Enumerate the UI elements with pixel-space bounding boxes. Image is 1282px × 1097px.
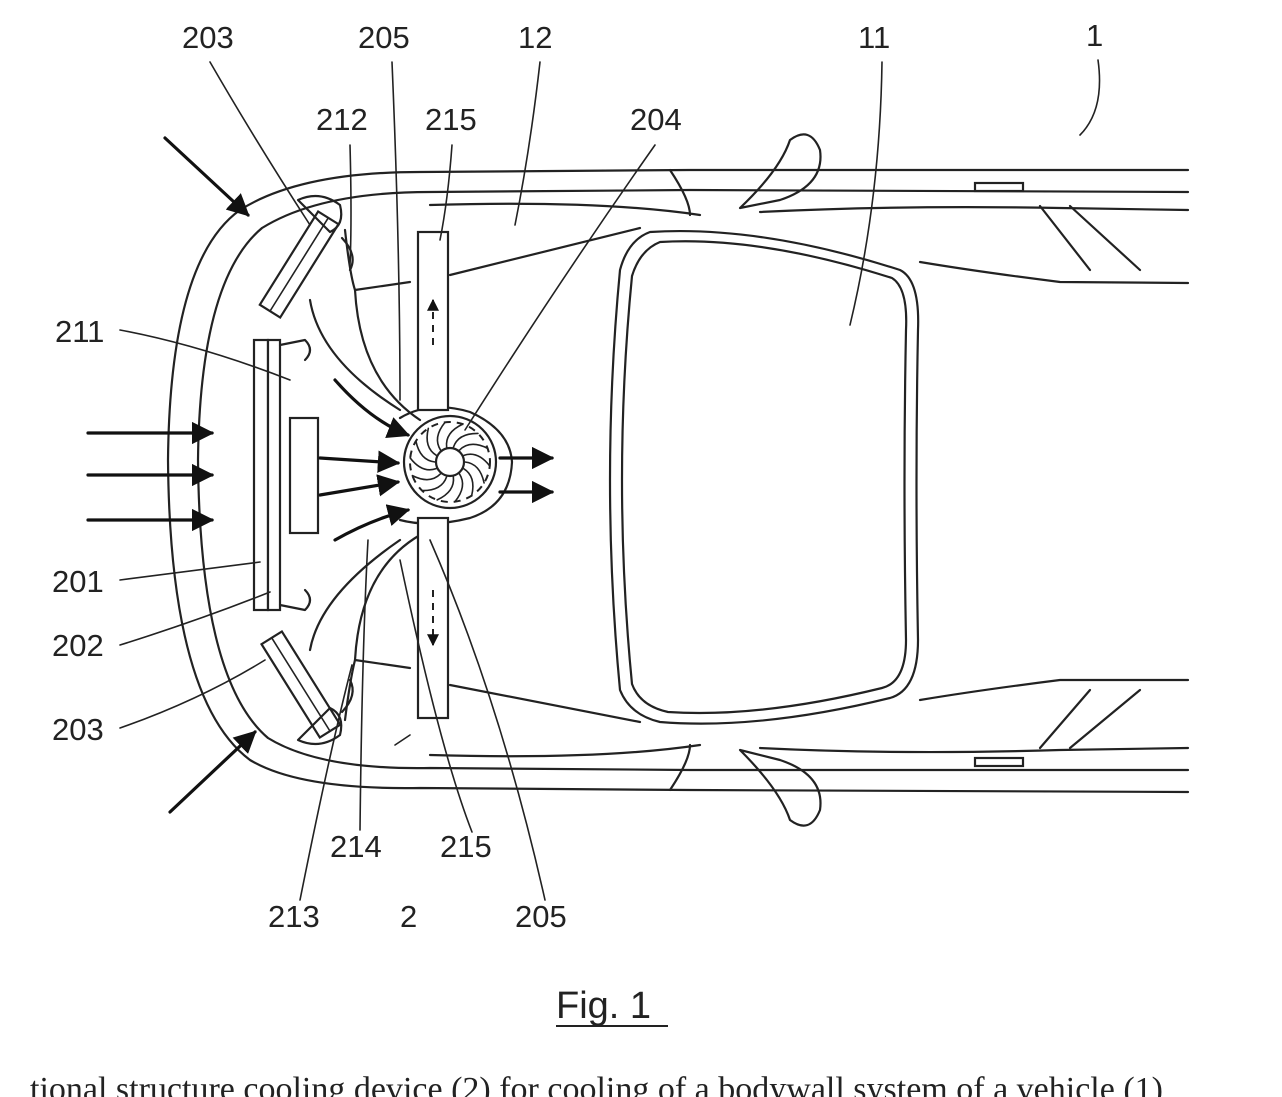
label-11: 11 <box>858 20 890 55</box>
label-12: 12 <box>518 20 552 55</box>
label-215-top: 215 <box>425 102 477 137</box>
passenger-compartment <box>610 231 918 724</box>
label-205-bottom: 205 <box>515 899 567 934</box>
blower-fan <box>400 232 512 718</box>
label-2: 2 <box>400 899 417 934</box>
label-211: 211 <box>55 314 104 349</box>
fan-blade <box>455 474 463 502</box>
body-text-line: tional structure cooling device (2) for … <box>30 1068 1282 1097</box>
label-213: 213 <box>268 899 320 934</box>
label-215-bottom: 215 <box>440 829 492 864</box>
front-cooling-module <box>254 196 420 744</box>
label-201: 201 <box>52 564 104 599</box>
fan-blade <box>459 444 487 450</box>
label-204: 204 <box>630 102 682 137</box>
label-205-top: 205 <box>358 20 410 55</box>
fan-blade <box>412 474 440 480</box>
label-1: 1 <box>1086 18 1103 53</box>
fan-blade <box>437 422 445 450</box>
fan-blade <box>410 458 436 470</box>
label-212: 212 <box>316 102 368 137</box>
label-214: 214 <box>330 829 382 864</box>
label-202: 202 <box>52 628 104 663</box>
radiator-201 <box>254 340 268 610</box>
radiator-202 <box>268 340 280 610</box>
cooling-block <box>290 418 318 533</box>
fan-blade <box>464 454 490 466</box>
figure-caption: Fig. 1 <box>556 985 651 1027</box>
fan-blade <box>464 469 473 496</box>
fan-blade <box>427 428 436 455</box>
label-203-top: 203 <box>182 20 234 55</box>
label-203-bottom: 203 <box>52 712 104 747</box>
